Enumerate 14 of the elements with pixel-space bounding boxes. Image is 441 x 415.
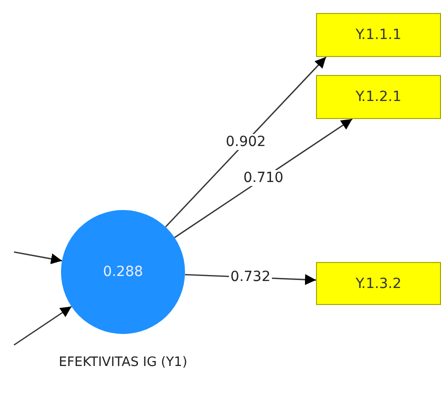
arrow bbox=[14, 251, 62, 264]
arrow bbox=[165, 56, 326, 228]
node-value: Y.1.2.1 bbox=[356, 89, 402, 105]
indicator-box bbox=[316, 262, 441, 305]
node-caption: EFEKTIVITAS IG (Y1) bbox=[58, 354, 188, 372]
arrow bbox=[174, 118, 353, 238]
node-value: 0.288 bbox=[102, 264, 144, 280]
indicator-box bbox=[316, 13, 441, 57]
edge-label: 0.902 bbox=[224, 134, 267, 150]
node-value: Y.1.1.1 bbox=[356, 27, 402, 43]
edge-label: 0.710 bbox=[242, 170, 284, 186]
indicator-box bbox=[316, 75, 441, 119]
arrow bbox=[14, 306, 72, 346]
node-value: Y.1.3.2 bbox=[356, 276, 402, 292]
